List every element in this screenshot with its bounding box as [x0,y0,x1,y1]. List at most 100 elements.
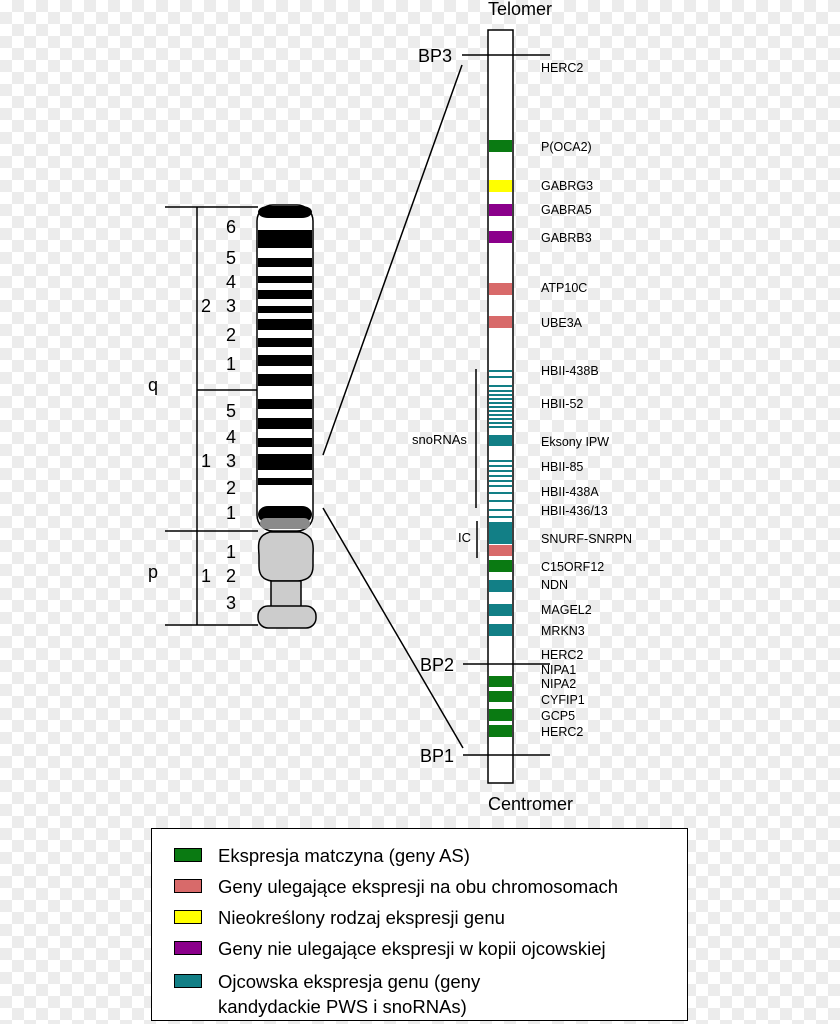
q1-band-label: 5 [226,401,236,421]
bp1-label: BP1 [420,746,454,766]
zoom-line-bottom [322,507,464,749]
q2-band-label: 1 [226,354,236,374]
gene-band [489,204,512,216]
gene-label: MRKN3 [541,624,585,638]
gene-label: HBII-52 [541,397,583,411]
gene-label: P(OCA2) [541,140,592,154]
q1-band-label: 2 [226,478,236,498]
gene-band [489,676,512,687]
legend-label-maternal: Ekspresja matczyna (geny AS) [218,845,470,866]
p-arm-stalk [270,580,302,608]
p1-band-label: 1 [226,542,236,562]
gene-bands [489,140,512,737]
zoom-line-top [322,64,463,456]
legend: Ekspresja matczyna (geny AS) Geny ulegaj… [151,828,688,1021]
gene-band [489,180,512,192]
legend-item-unknown: Nieokreślony rodzaj ekspresji genu [174,905,505,930]
p-arm-satellite [257,605,317,629]
gene-band [489,140,512,152]
q-band [258,478,312,485]
p1-band-label: 2 [226,566,236,586]
q1-band-label: 4 [226,427,236,447]
gene-label: Eksony IPW [541,435,609,449]
gene-label: ATP10C [541,281,587,295]
snorna-stripe [489,406,512,408]
q-band [258,319,312,330]
gene-band [489,532,512,544]
snornas-label: snoRNAs [412,432,467,447]
gene-band [489,691,512,702]
gene-label: GABRG3 [541,179,593,193]
gene-label: HBII-438A [541,485,599,499]
p1-region-label: 1 [201,566,211,586]
gene-label: HERC2 [541,648,583,662]
gene-label: GCP5 [541,709,575,723]
snorna-stripe [489,376,512,378]
snorna-stripe [489,414,512,416]
snorna-stripe [489,492,512,494]
gene-label: HBII-438B [541,364,599,378]
snorna-stripe [489,500,512,502]
snorna-stripe [489,390,512,392]
q-band [258,355,312,366]
gene-label: GABRA5 [541,203,592,217]
gene-band [489,624,512,636]
gene-band [489,231,512,243]
ic-label: IC [458,530,471,545]
gene-band [489,709,512,721]
snorna-stripe [489,480,512,482]
centromer-label: Centromer [488,794,573,814]
q-band [258,276,312,283]
gene-band [489,435,512,446]
gene-label: HERC2 [541,61,583,75]
p-arm-label: p [148,562,158,582]
legend-label-not-paternal: Geny nie ulegające ekspresji w kopii ojc… [218,938,606,959]
snorna-stripe [489,418,512,420]
gene-label: GABRB3 [541,231,592,245]
snorna-stripe [489,394,512,396]
q-band-centromere-tip [260,518,310,529]
q-band [258,374,312,386]
p1-band-label: 3 [226,593,236,613]
gene-label: HBII-85 [541,460,583,474]
snorna-stripe [489,516,512,518]
q-arm [256,204,314,532]
gene-label: NDN [541,578,568,592]
q2-band-label: 2 [226,325,236,345]
snorna-stripe [489,485,512,487]
q1-band-label: 3 [226,451,236,471]
snorna-stripe [489,470,512,472]
snorna-stripe [489,509,512,511]
legend-label-paternal: Ojcowska ekspresja genu (geny kandydacki… [218,971,481,1017]
legend-label-both: Geny ulegające ekspresji na obu chromoso… [218,876,619,897]
q2-region-label: 2 [201,296,211,316]
legend-item-maternal: Ekspresja matczyna (geny AS) [174,843,470,868]
snorna-stripe [489,475,512,477]
legend-swatch-paternal [174,974,202,988]
gene-band [489,604,512,616]
q-band [258,306,312,313]
gene-band [489,283,512,295]
gene-label: NIPA1 [541,663,576,677]
gene-label: SNURF-SNRPN [541,532,632,546]
snorna-stripe [489,398,512,400]
q-band [258,454,312,470]
gene-band [489,725,512,737]
gene-band [489,522,512,532]
gene-label: NIPA2 [541,677,576,691]
snorna-stripe [489,426,512,428]
snorna-stripe [489,402,512,404]
gene-map: Telomer Centromer BP3 BP2 BP1 snoRNAs IC… [412,0,632,814]
legend-swatch-maternal [174,848,202,862]
legend-item-not-paternal: Geny nie ulegające ekspresji w kopii ojc… [174,936,606,961]
legend-item-paternal: Ojcowska ekspresja genu (geny kandydacki… [174,969,480,1019]
q2-band-label: 5 [226,248,236,268]
legend-item-both: Geny ulegające ekspresji na obu chromoso… [174,874,618,899]
snorna-stripe [489,465,512,467]
legend-label-unknown: Nieokreślony rodzaj ekspresji genu [218,907,505,928]
bp3-label: BP3 [418,46,452,66]
snorna-stripe [489,410,512,412]
snorna-stripe [489,370,512,372]
snorna-stripe [489,385,512,387]
gene-label: C15ORF12 [541,560,604,574]
